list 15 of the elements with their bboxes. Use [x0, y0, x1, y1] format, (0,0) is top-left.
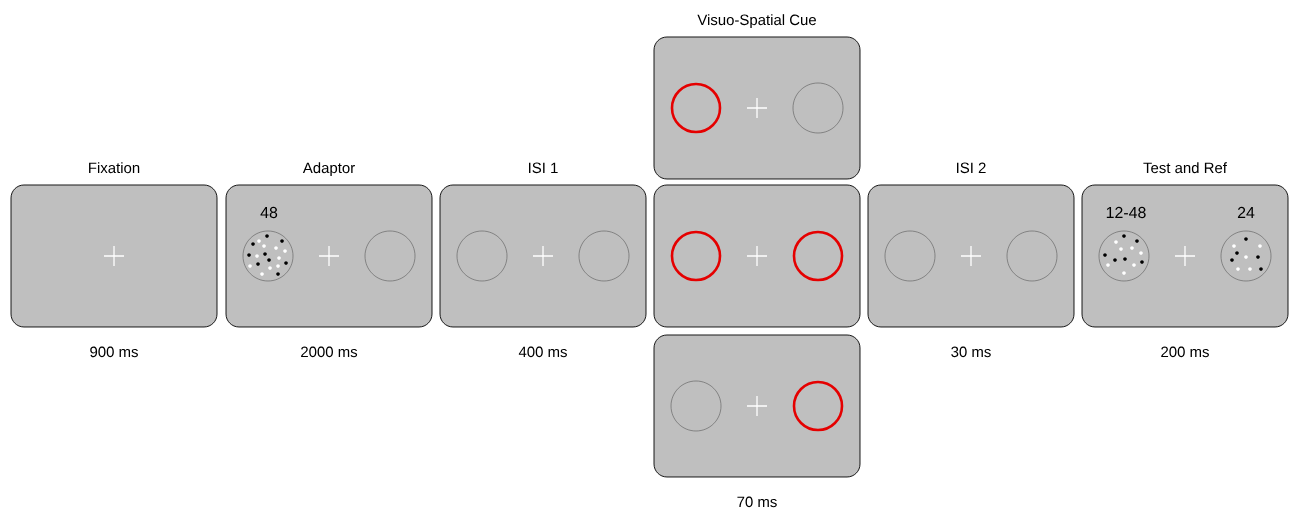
- duration-label: 70 ms: [737, 496, 777, 508]
- duration-label: 30 ms: [951, 346, 991, 358]
- panel-heading: Visuo-Spatial Cue: [697, 14, 816, 29]
- panel-heading: ISI 1: [529, 162, 558, 174]
- duration-label: 2000 ms: [301, 346, 358, 358]
- duration-label: 400 ms: [518, 346, 567, 358]
- duration-label: 900 ms: [90, 346, 138, 358]
- panel-heading: Adaptor: [302, 162, 355, 177]
- number-label: 24: [1237, 206, 1255, 218]
- number-label: 48: [260, 206, 278, 219]
- panel-heading: Fixation: [89, 162, 140, 174]
- duration-label: 200 ms: [1161, 346, 1209, 358]
- number-label: 12-48: [1106, 206, 1146, 219]
- panel-heading: Test and Ref: [1143, 162, 1227, 174]
- panel-heading: ISI 2: [957, 162, 986, 174]
